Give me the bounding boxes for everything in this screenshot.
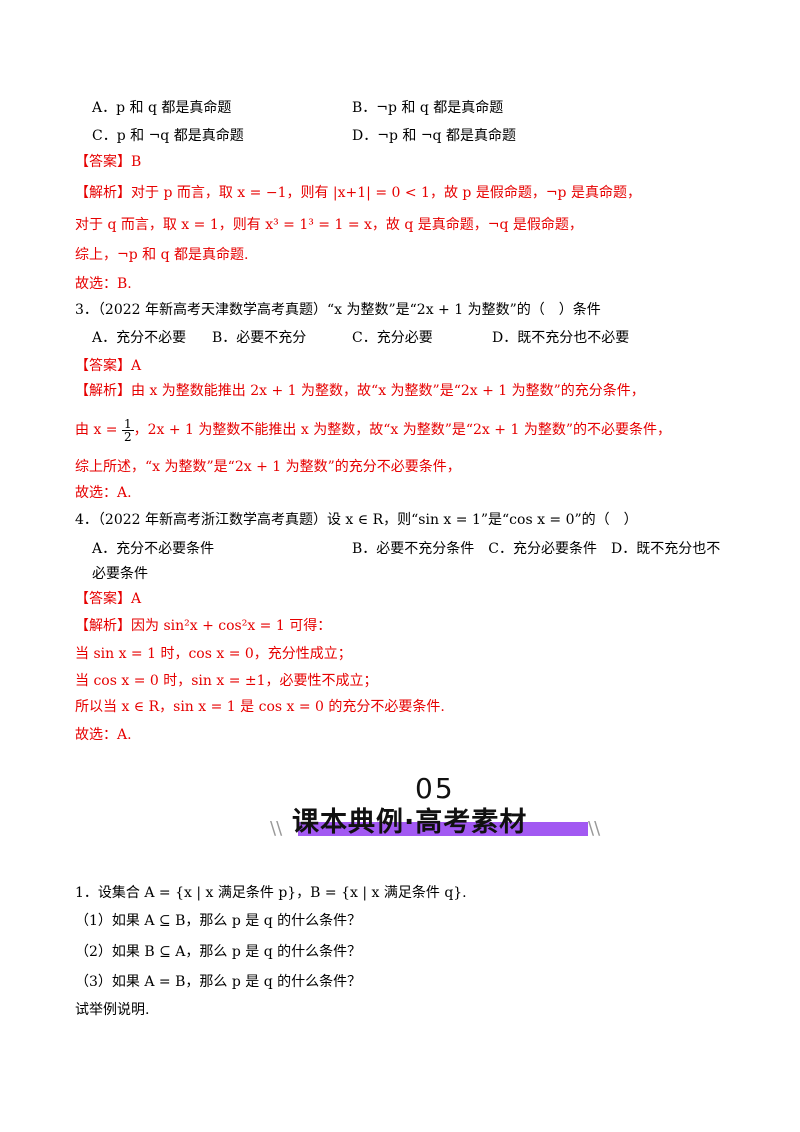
banner-slash-left: \\ xyxy=(270,818,283,839)
q3-answer: 【答案】A xyxy=(75,356,141,376)
q3-option-b: B．必要不充分 xyxy=(212,330,307,346)
banner-highlight-bar xyxy=(298,822,588,836)
q3-option-c: C．充分必要 xyxy=(352,330,433,346)
answer-tag: 【答案】 xyxy=(75,358,131,374)
q4-analysis-line-2: 当 sin x = 1 时，cos x = 0，充分性成立； xyxy=(75,646,352,662)
banner-section-number: 05 xyxy=(415,772,455,805)
ex1-stem: 1．设集合 A = {x | x 满足条件 p}，B = {x | x 满足条件… xyxy=(75,885,467,901)
ex1-part-3: （3）如果 A = B，那么 p 是 q 的什么条件？ xyxy=(75,974,362,990)
banner-slash-right: \\ xyxy=(588,818,601,839)
q4-select: 故选：A. xyxy=(75,727,132,743)
section-banner: 05 课本典例·高考素材 \\ \\ xyxy=(270,770,610,850)
q4-options-bcd: B．必要不充分条件 C．充分必要条件 D．既不充分也不 xyxy=(352,541,721,557)
answer-value: B xyxy=(131,154,142,170)
q2-option-b: B．¬p 和 q 都是真命题 xyxy=(352,100,504,116)
q2-answer: 【答案】B xyxy=(75,152,141,172)
analysis-tag: 【解析】 xyxy=(75,383,131,399)
q3-option-d: D．既不充分也不必要 xyxy=(492,330,630,346)
q2-analysis-line-3: 综上，¬p 和 q 都是真命题. xyxy=(75,247,249,263)
q3-analysis-line-2: 由 x = 1 2 ，2x + 1 为整数不能推出 x 为整数，故“x 为整数”… xyxy=(75,416,671,444)
q3-stem: 3．（2022 年新高考天津数学高考真题）“x 为整数”是“2x + 1 为整数… xyxy=(75,302,601,318)
q3-analysis-line-3: 综上所述，“x 为整数”是“2x + 1 为整数”的充分不必要条件， xyxy=(75,459,461,475)
q4-analysis-line-3: 当 cos x = 0 时，sin x = ±1，必要性不成立； xyxy=(75,673,378,689)
q2-analysis-line-2: 对于 q 而言，取 x = 1，则有 x³ = 1³ = 1 = x，故 q 是… xyxy=(75,217,583,233)
ex1-part-2: （2）如果 B ⊆ A，那么 p 是 q 的什么条件？ xyxy=(75,944,362,960)
ex1-note: 试举例说明. xyxy=(75,1002,150,1018)
answer-tag: 【答案】 xyxy=(75,591,131,607)
analysis-tag: 【解析】 xyxy=(75,618,131,634)
q2-option-d: D．¬p 和 ¬q 都是真命题 xyxy=(352,128,516,144)
q3-select: 故选：A. xyxy=(75,485,132,501)
q2-option-a: A．p 和 q 都是真命题 xyxy=(92,100,232,116)
answer-value: A xyxy=(131,358,142,374)
q4-option-a: A．充分不必要条件 xyxy=(92,541,215,557)
banner-title: 课本典例·高考素材 xyxy=(292,807,528,838)
answer-value: A xyxy=(131,591,142,607)
q2-select: 故选：B. xyxy=(75,276,132,292)
q3-analysis-line-1: 【解析】由 x 为整数能推出 2x + 1 为整数，故“x 为整数”是“2x +… xyxy=(75,383,645,399)
q2-analysis-line-1: 【解析】对于 p 而言，取 x = −1，则有 |x+1| = 0 < 1，故 … xyxy=(75,185,641,201)
q4-option-wrap: 必要条件 xyxy=(92,566,148,582)
answer-tag: 【答案】 xyxy=(75,154,131,170)
fraction-one-half: 1 2 xyxy=(121,416,134,444)
q4-analysis-line-1: 【解析】因为 sin²x + cos²x = 1 可得： xyxy=(75,618,332,634)
q3-option-a: A．充分不必要 xyxy=(92,330,187,346)
ex1-part-1: （1）如果 A ⊆ B，那么 p 是 q 的什么条件？ xyxy=(75,913,362,929)
q4-stem: 4．（2022 年新高考浙江数学高考真题）设 x ∈ R，则“sin x = 1… xyxy=(75,512,638,528)
q4-answer: 【答案】A xyxy=(75,589,141,609)
analysis-tag: 【解析】 xyxy=(75,185,131,201)
q4-analysis-line-4: 所以当 x ∈ R，sin x = 1 是 cos x = 0 的充分不必要条件… xyxy=(75,699,445,715)
q2-option-c: C．p 和 ¬q 都是真命题 xyxy=(92,128,244,144)
